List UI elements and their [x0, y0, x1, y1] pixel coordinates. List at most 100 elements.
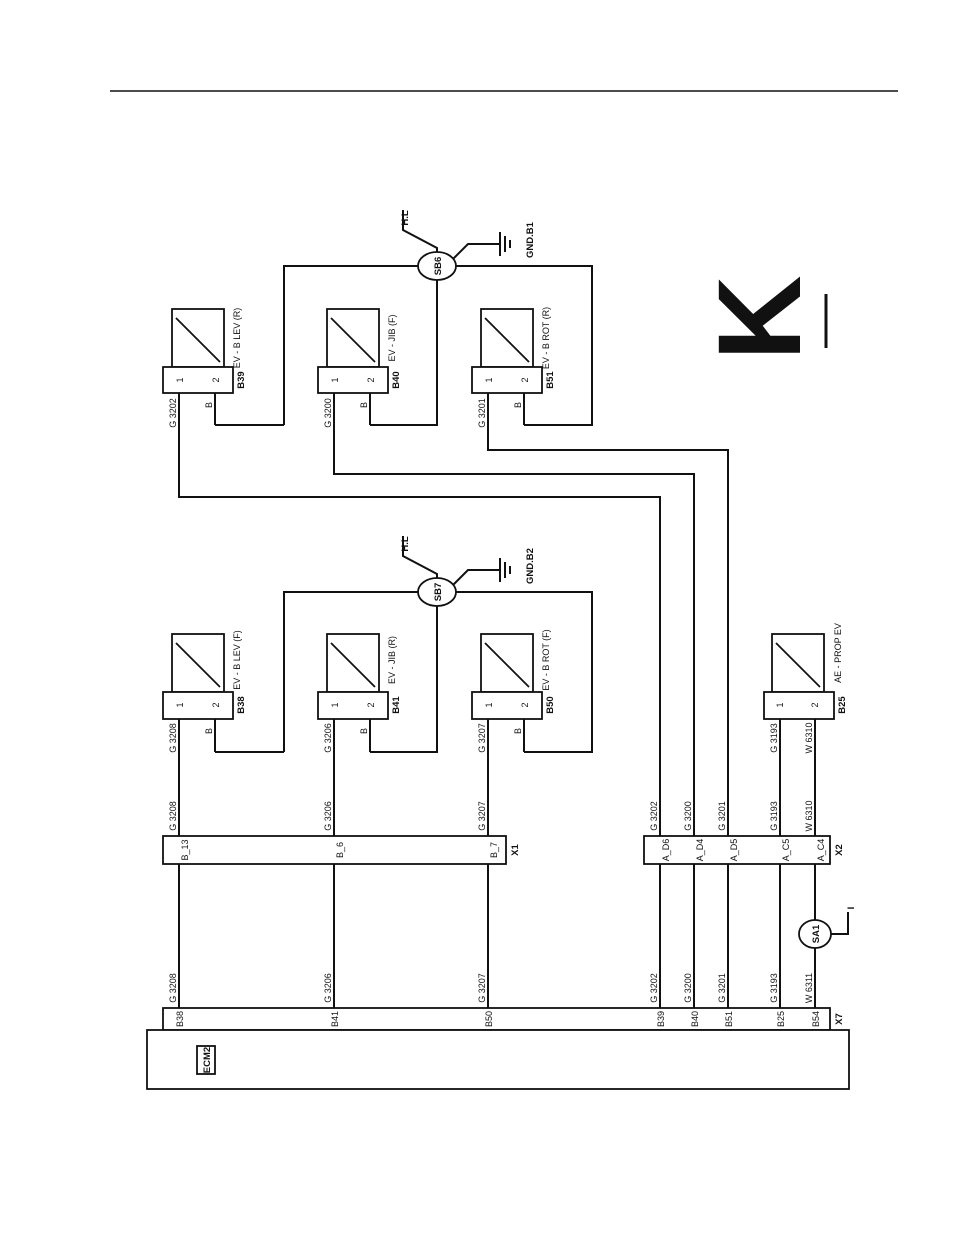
x7-wire-label: G 3202 [649, 973, 659, 1003]
valve-id: B50 [545, 696, 556, 713]
splice-sb6-wiring [283, 210, 593, 426]
splice-sb6 [417, 251, 457, 281]
valve-b51 [471, 308, 543, 394]
valve-label: EV - JIB (R) [387, 636, 397, 684]
splice-sb7-label: SB7 [433, 583, 444, 601]
splice-sa1 [798, 919, 832, 949]
valve-pin: 2 [366, 702, 376, 707]
x7-wire-label: G 3200 [683, 973, 693, 1003]
x1-pin: B_7 [489, 842, 499, 858]
valve-b40 [317, 308, 389, 394]
valve-id: B25 [837, 696, 848, 714]
gnd-b2-label: GND.B2 [525, 548, 536, 584]
valve-id: B41 [391, 696, 402, 714]
valve-wire-label: B [204, 402, 214, 408]
page-letter: K [694, 275, 826, 360]
x2-wire-label: G 3193 [769, 801, 779, 831]
valve-wire-label: G 3201 [477, 398, 487, 428]
valve-wire-label: G 3193 [769, 723, 779, 753]
valve-pin: 1 [175, 377, 185, 382]
x7-pin: B54 [811, 1011, 821, 1027]
valve-b25 [763, 633, 835, 720]
valve-label: EV - B ROT (F) [541, 629, 551, 690]
valve-wire-label: B [204, 728, 214, 734]
valve-wire-label: B [359, 728, 369, 734]
valve-id: B38 [236, 696, 247, 713]
sa1-ref-label: I [846, 907, 857, 910]
x2-wire-label: G 3202 [649, 801, 659, 831]
x7-pin: B51 [724, 1011, 734, 1027]
sb6-hl-label: H.L [400, 210, 411, 226]
x7-wire-label: G 3207 [477, 973, 487, 1003]
valve-b41 [317, 633, 389, 720]
splice-sb6-label: SB6 [433, 257, 444, 275]
valve-pin: 1 [330, 377, 340, 382]
ecm2-label: ECM2 [202, 1047, 213, 1073]
valve-pin: 2 [520, 377, 530, 382]
x7-name: X7 [834, 1013, 845, 1025]
splice-sb7-wiring [283, 536, 593, 753]
valve-wire-label: G 3207 [477, 723, 487, 753]
x2-name: X2 [834, 844, 845, 856]
x1-pin: B_13 [180, 839, 190, 860]
x2-wire-label: G 3201 [717, 801, 727, 831]
valve-label: EV - B LEV (R) [232, 308, 242, 369]
connector-x2 [643, 835, 831, 865]
x1-wire-label: G 3208 [168, 801, 178, 831]
x1-wire-label: G 3206 [323, 801, 333, 831]
valve-b50 [471, 633, 543, 720]
ground-symbol-gnd-b1 [499, 232, 511, 256]
valve-label: EV - JIB (F) [387, 314, 397, 361]
x2-pin: A_D6 [661, 839, 671, 862]
x7-pin: B39 [656, 1011, 666, 1027]
x1-pin: B_6 [335, 842, 345, 858]
x7-wire-label: G 3201 [717, 973, 727, 1003]
x1-wire-label: G 3207 [477, 801, 487, 831]
main-wires [178, 393, 849, 1008]
valve-wire-label: W 6310 [804, 722, 814, 753]
valve-pin: 2 [211, 702, 221, 707]
x7-pin: B41 [330, 1011, 340, 1027]
valve-wire-label: G 3200 [323, 398, 333, 428]
splice-sa1-label: SA1 [811, 924, 822, 943]
valve-id: B39 [236, 371, 247, 388]
valve-b38 [162, 633, 234, 720]
valve-id: B51 [545, 371, 556, 389]
valve-id: B40 [391, 371, 402, 388]
ecm2-module [146, 1029, 850, 1090]
x2-wire-label: G 3200 [683, 801, 693, 831]
splice-sb7 [417, 577, 457, 607]
valve-wire-label: G 3206 [323, 723, 333, 753]
ecm2-label-box [196, 1045, 216, 1075]
x7-pin: B50 [484, 1011, 494, 1027]
valve-pin: 1 [175, 702, 185, 707]
x2-wire-label: W 6310 [804, 800, 814, 831]
x2-pin: A_C5 [781, 839, 791, 862]
valve-wire-label: B [513, 402, 523, 408]
sb7-hl-label: H.L [400, 536, 411, 552]
gnd-b1-label: GND.B1 [525, 221, 536, 258]
x2-pin: A_D5 [729, 839, 739, 862]
valve-label: EV - B ROT (R) [541, 307, 551, 369]
valve-label: EV - B LEV (F) [232, 630, 242, 690]
x7-wire-label: G 3206 [323, 973, 333, 1003]
valve-b39 [162, 308, 234, 394]
valve-pin: 1 [484, 702, 494, 707]
valve-pin: 1 [330, 702, 340, 707]
valve-pin: 2 [810, 702, 820, 707]
valve-pin: 2 [366, 377, 376, 382]
x7-pin: B40 [690, 1011, 700, 1027]
valve-wire-label: G 3202 [168, 398, 178, 428]
valve-pin: 1 [484, 377, 494, 382]
valve-wire-label: G 3208 [168, 723, 178, 753]
valve-pin: 2 [520, 702, 530, 707]
valve-wire-label: B [513, 728, 523, 734]
x7-wire-label: G 3193 [769, 973, 779, 1003]
x2-pin: A_C4 [816, 839, 826, 862]
x7-wire-label: G 3208 [168, 973, 178, 1003]
connector-x1 [162, 835, 507, 865]
valve-label: AE - PROP EV [833, 623, 843, 683]
valve-wire-label: B [359, 402, 369, 408]
valve-pin: 1 [775, 702, 785, 707]
